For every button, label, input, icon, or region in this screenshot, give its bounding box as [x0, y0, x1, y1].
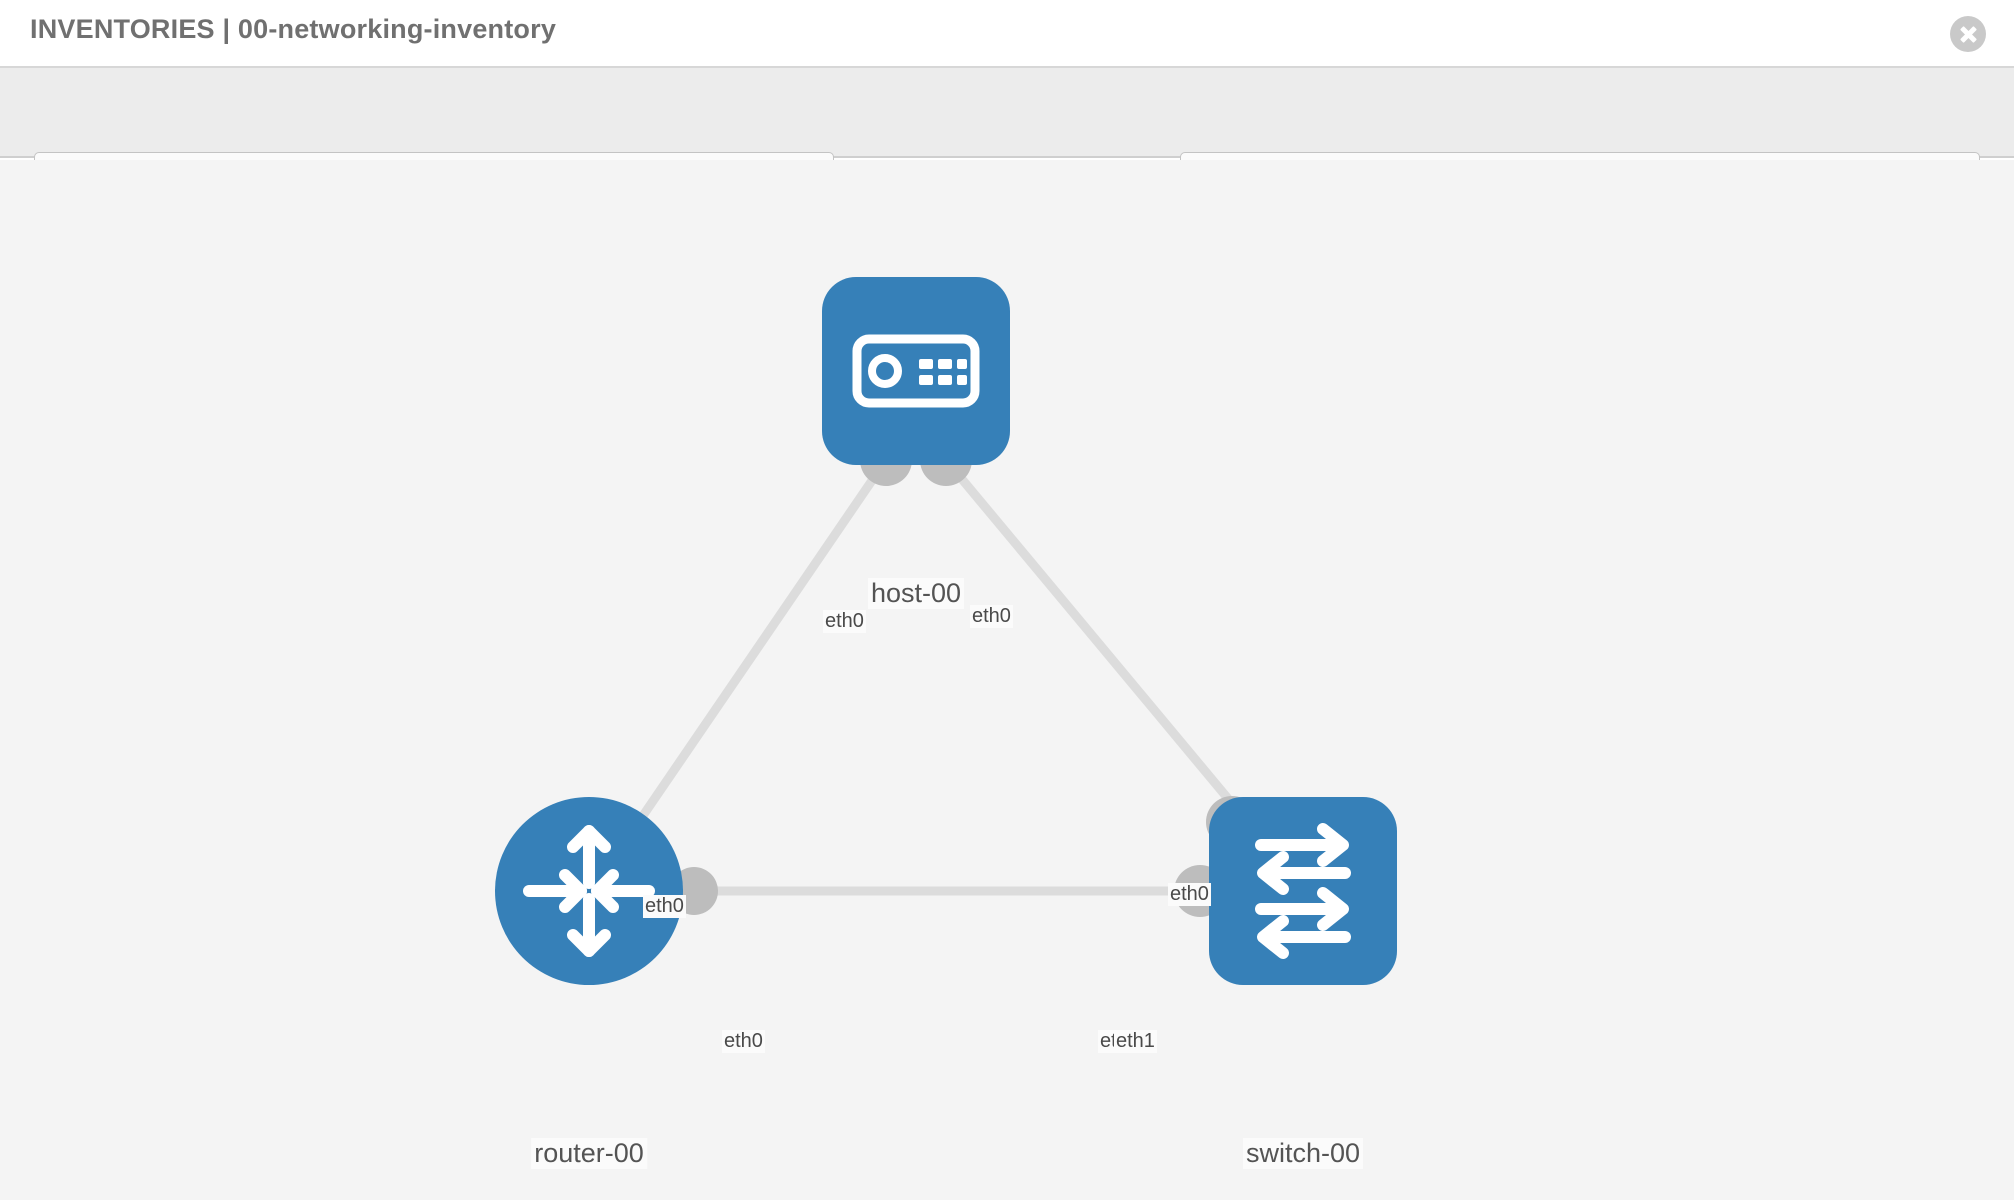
router-arrows-icon [523, 825, 655, 957]
topology-canvas[interactable]: host-00 router-00 switch-00 eth0 eth0 et… [0, 160, 2014, 1200]
server-icon [852, 334, 980, 408]
page-title: INVENTORIES | 00-networking-inventory [30, 14, 557, 44]
iface-label-host-right: eth0 [970, 605, 1013, 628]
edge-host00-switch00 [942, 457, 1254, 828]
node-switch-00 [1209, 797, 1397, 985]
node-label-router-00[interactable]: router-00 [531, 1138, 647, 1169]
iface-label-host-left: eth0 [823, 610, 866, 633]
node-label-switch-00[interactable]: switch-00 [1242, 1138, 1364, 1169]
switch-arrows-icon [1255, 823, 1351, 959]
iface-label-switch-up: eth0 [1168, 883, 1211, 906]
iface-label-router-up: eth0 [643, 895, 686, 918]
graph-edges [636, 457, 1254, 896]
iface-label-router-right: eth0 [722, 1030, 765, 1053]
graph-connectors [670, 434, 1258, 917]
toolbar: ACTIONS SEARCH [0, 68, 2014, 208]
node-host-00 [822, 277, 1010, 465]
page-header: INVENTORIES | 00-networking-inventory [0, 0, 2014, 68]
iface-label-switch-left: eth1 [1114, 1030, 1157, 1053]
edge-host00-router00 [636, 457, 890, 823]
node-label-host-00[interactable]: host-00 [867, 578, 965, 609]
close-icon[interactable] [1950, 16, 1986, 52]
topology-graph [495, 277, 1397, 985]
node-router-00 [495, 797, 683, 985]
